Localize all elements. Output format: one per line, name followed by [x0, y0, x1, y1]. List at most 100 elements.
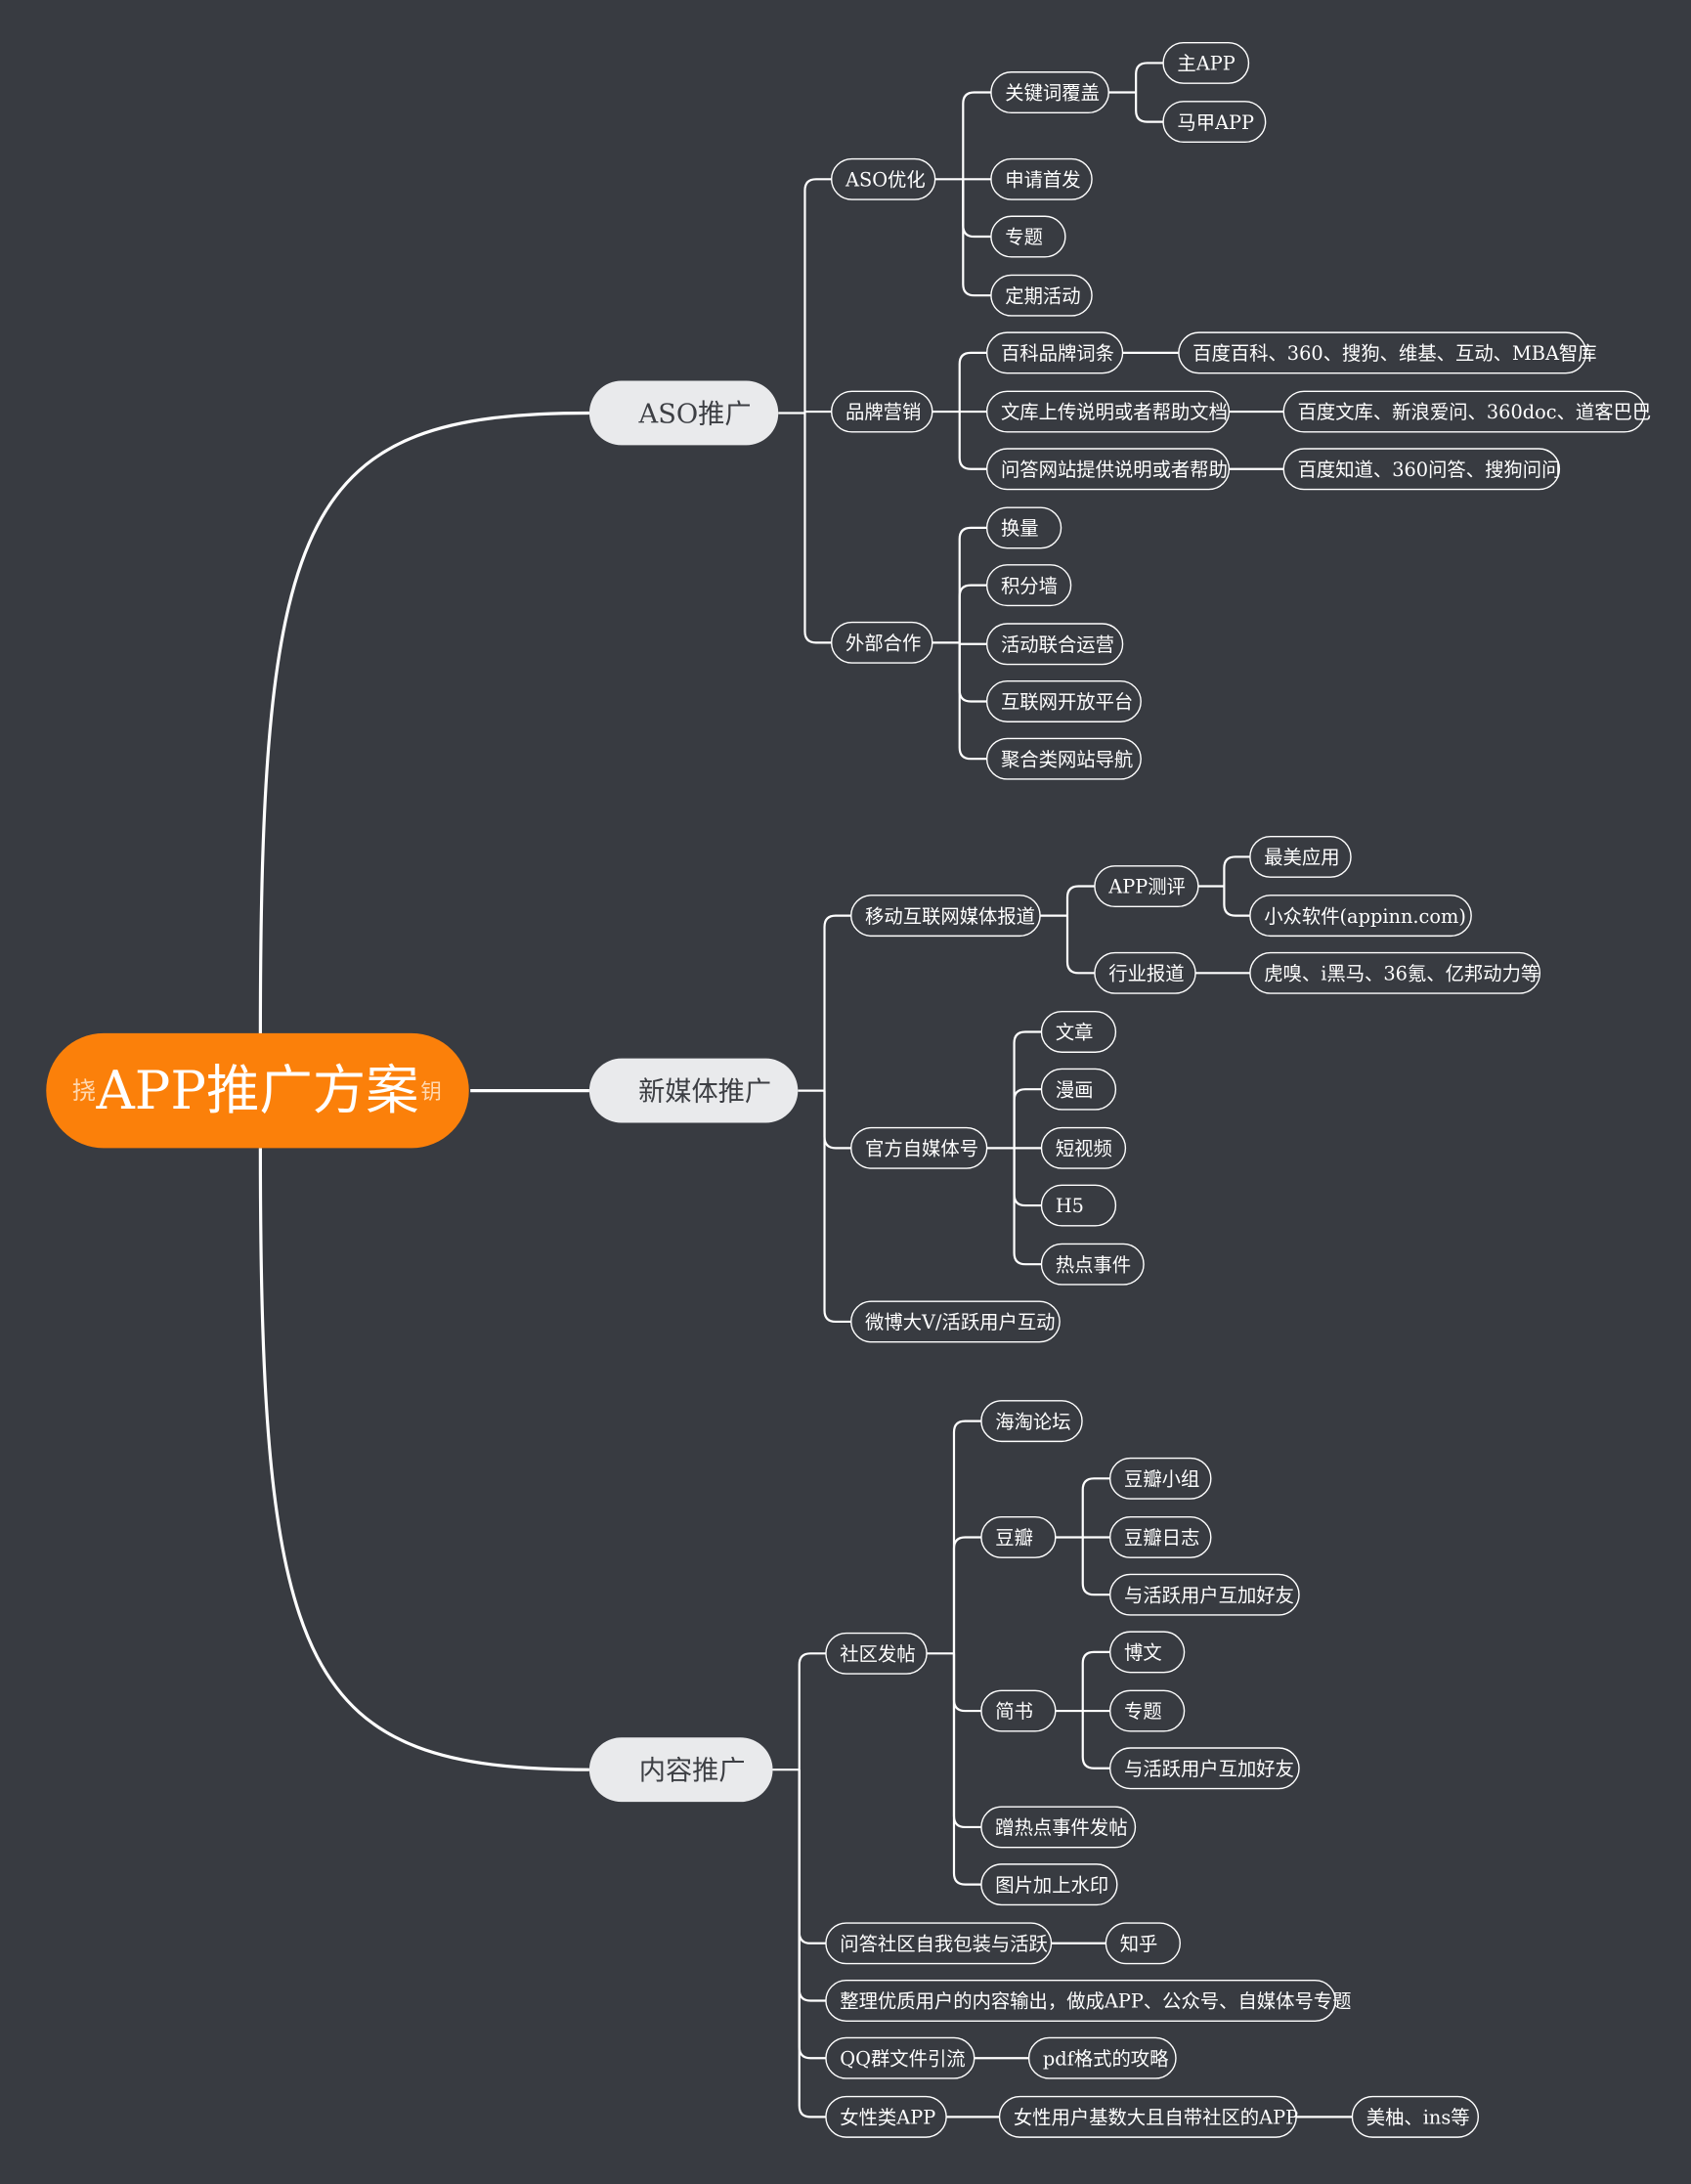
topic-brand[interactable]: 品牌营销	[830, 390, 933, 433]
sub-topic-box	[985, 623, 1124, 666]
topic-qa-community[interactable]: 问答社区自我包装与活跃	[825, 1922, 1053, 1965]
central-right-mark: 钥	[420, 1080, 441, 1105]
connector-nav-sites	[958, 642, 987, 761]
topic-community[interactable]: 社区发帖	[825, 1632, 928, 1675]
topic-jianshu-friends[interactable]: 与活跃用户互加好友	[1108, 1747, 1300, 1790]
topic-douban-group[interactable]: 豆瓣小组	[1108, 1457, 1212, 1500]
topic-industry[interactable]: 行业报道	[1094, 951, 1196, 994]
topic-keyword[interactable]: 关键词覆盖	[990, 71, 1109, 113]
topic-aso-opt[interactable]: ASO优化	[830, 157, 936, 200]
central-topic-title: APP推广方案	[95, 1059, 418, 1121]
sub-topic-label: 文章	[1056, 1022, 1094, 1044]
topic-review[interactable]: APP测评	[1094, 865, 1199, 907]
topic-open-platform[interactable]: 互联网开放平台	[985, 680, 1142, 722]
main-topic-box	[588, 1058, 799, 1123]
topic-douban[interactable]: 豆瓣	[980, 1516, 1057, 1558]
topic-comic[interactable]: 漫画	[1040, 1068, 1117, 1111]
connector-exchange	[958, 526, 987, 643]
topic-exchange[interactable]: 换量	[985, 506, 1062, 549]
topic-article[interactable]: 文章	[1040, 1011, 1117, 1053]
topic-main-app[interactable]: 主APP	[1162, 41, 1250, 84]
sub-topic-box	[990, 71, 1109, 113]
sub-topic-label: 与活跃用户互加好友	[1124, 1584, 1294, 1606]
topic-nav-sites[interactable]: 聚合类网站导航	[985, 737, 1142, 780]
sub-topic-box	[998, 2095, 1297, 2138]
sub-topic-label: 海淘论坛	[995, 1411, 1070, 1433]
sub-topic-label: 官方自媒体号	[865, 1137, 978, 1159]
connector-review	[1065, 885, 1095, 916]
connector-comic	[1013, 1088, 1042, 1149]
topic-vest-app[interactable]: 马甲APP	[1162, 101, 1267, 144]
topic-short-video[interactable]: 短视频	[1040, 1126, 1127, 1169]
topic-jianshu-topic[interactable]: 专题	[1108, 1689, 1186, 1732]
connector-content	[258, 1148, 589, 1771]
topic-wiki[interactable]: 百科品牌词条	[985, 331, 1124, 374]
topic-zuimei[interactable]: 最美应用	[1249, 835, 1352, 878]
sub-topic-label: 豆瓣日志	[1124, 1527, 1199, 1550]
sub-topic-box	[1162, 41, 1250, 84]
topic-library[interactable]: 文库上传说明或者帮助文档	[985, 390, 1231, 433]
topic-official[interactable]: 官方自媒体号	[850, 1126, 988, 1169]
sub-topic-label: 品牌营销	[846, 401, 921, 423]
sub-topic-label: 豆瓣小组	[1124, 1467, 1199, 1490]
topic-haitao[interactable]: 海淘论坛	[980, 1400, 1083, 1443]
topic-library-detail[interactable]: 百度文库、新浪爱问、360doc、道客巴巴	[1282, 390, 1651, 433]
sub-topic-box	[1108, 1747, 1300, 1790]
connector-aso-opt	[803, 178, 832, 414]
topic-h5[interactable]: H5	[1040, 1184, 1117, 1227]
topic-jianshu-post[interactable]: 博文	[1108, 1631, 1186, 1674]
topic-wiki-detail[interactable]: 百度百科、360、搜狗、维基、互动、MBA智库	[1178, 331, 1597, 374]
sub-topic-box	[985, 680, 1142, 722]
topic-female-app[interactable]: 女性类APP	[825, 2095, 947, 2138]
topic-douban-diary[interactable]: 豆瓣日志	[1108, 1516, 1212, 1558]
topic-central[interactable]: APP推广方案挠钥	[46, 1032, 469, 1149]
connector-aso	[258, 411, 589, 1036]
topic-points-wall[interactable]: 积分墙	[985, 564, 1072, 607]
topic-curate[interactable]: 整理优质用户的内容输出，做成APP、公众号、自媒体号专题	[825, 1980, 1351, 2022]
topic-aso-topic[interactable]: 专题	[990, 215, 1066, 258]
topic-regular-events[interactable]: 定期活动	[990, 274, 1093, 317]
sub-topic-label: 博文	[1124, 1641, 1162, 1664]
sub-topic-box	[985, 390, 1231, 433]
topic-first-release[interactable]: 申请首发	[990, 157, 1093, 200]
topic-content[interactable]: 内容推广	[588, 1737, 773, 1803]
sub-topic-box	[1249, 835, 1352, 878]
sub-topic-label: 社区发帖	[840, 1642, 915, 1665]
connector-jianshu-post	[1081, 1650, 1110, 1712]
topic-hot-events[interactable]: 热点事件	[1040, 1243, 1145, 1286]
sub-topic-label: 与活跃用户互加好友	[1124, 1758, 1294, 1780]
topic-media[interactable]: 新媒体推广	[588, 1058, 799, 1123]
topic-appinn[interactable]: 小众软件(appinn.com)	[1249, 895, 1472, 938]
topic-weibo[interactable]: 微博大V/活跃用户互动	[850, 1300, 1061, 1343]
connector-douban-group	[1081, 1477, 1110, 1538]
connector-regular-events	[962, 179, 991, 297]
sub-topic-box	[985, 448, 1231, 491]
topic-zhihu[interactable]: 知乎	[1105, 1922, 1181, 1965]
topic-female-detail[interactable]: 女性用户基数大且自带社区的APP	[998, 2095, 1299, 2138]
sub-topic-label: 定期活动	[1005, 284, 1080, 307]
topic-qq-group[interactable]: QQ群文件引流	[825, 2036, 976, 2079]
topic-external[interactable]: 外部合作	[830, 621, 933, 664]
topic-female-examples[interactable]: 美柚、ins等	[1351, 2095, 1480, 2138]
topic-qa-detail[interactable]: 百度知道、360问答、搜狗问问	[1282, 448, 1560, 491]
topic-joint-ops[interactable]: 活动联合运营	[985, 623, 1124, 666]
sub-topic-box	[850, 1300, 1061, 1343]
topic-douban-friends[interactable]: 与活跃用户互加好友	[1108, 1573, 1300, 1616]
sub-topic-label: 积分墙	[1001, 575, 1058, 597]
topic-industry-detail[interactable]: 虎嗅、i黑马、36氪、亿邦动力等	[1249, 951, 1541, 994]
topic-qa-sites[interactable]: 问答网站提供说明或者帮助	[985, 448, 1231, 491]
topic-jianshu[interactable]: 简书	[980, 1689, 1057, 1732]
topic-hot-posts[interactable]: 蹭热点事件发帖	[980, 1806, 1137, 1849]
sub-topic-box	[1178, 331, 1587, 374]
topic-watermark[interactable]: 图片加上水印	[980, 1863, 1118, 1906]
sub-topic-label: 蹭热点事件发帖	[995, 1816, 1127, 1839]
sub-topic-box	[985, 506, 1062, 549]
sub-topic-box	[825, 1632, 928, 1675]
sub-topic-label: 最美应用	[1264, 847, 1339, 869]
sub-topic-label: 漫画	[1056, 1078, 1094, 1101]
topic-aso[interactable]: ASO推广	[588, 380, 779, 446]
topic-qq-pdf[interactable]: pdf格式的攻略	[1027, 2036, 1177, 2079]
topic-mobile-news[interactable]: 移动互联网媒体报道	[850, 895, 1041, 938]
connector-mobile-news	[823, 914, 851, 1091]
